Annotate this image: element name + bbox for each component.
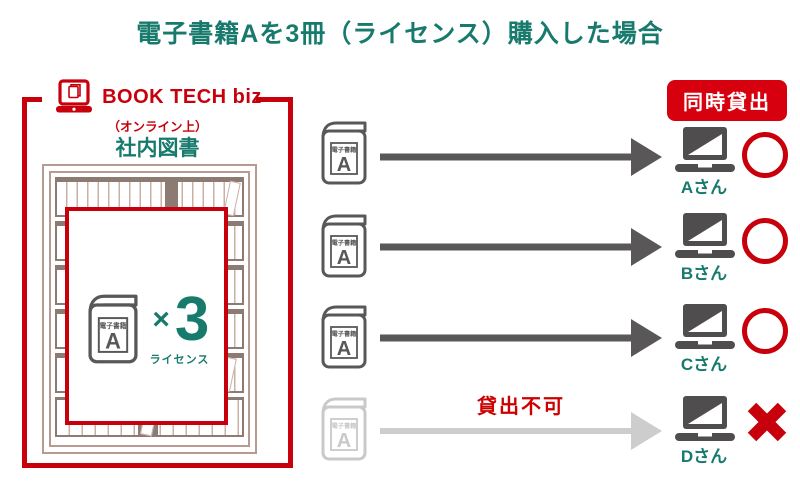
- ebook-type-label: 電子書籍: [99, 321, 126, 330]
- svg-text:A: A: [337, 154, 351, 176]
- ebook-icon-disabled: 電子書籍 A: [321, 397, 367, 461]
- library-name: 社内図書: [115, 137, 200, 160]
- ebook-icon: 電子書籍 A: [88, 294, 138, 364]
- brand-logo: BOOK TECH biz: [22, 79, 293, 115]
- ebook-icon: 電子書籍 A: [321, 305, 367, 369]
- user-label: Aさん: [680, 178, 728, 197]
- svg-text:A: A: [337, 338, 351, 360]
- multiplier-symbol: ×: [152, 302, 170, 336]
- license-card: 電子書籍 A × 3 ライセンス: [65, 207, 228, 425]
- svg-text:A: A: [337, 247, 351, 269]
- lend-arrow-disabled: [380, 412, 662, 450]
- svg-text:A: A: [337, 430, 351, 452]
- simultaneous-lending-badge: 同時貸出: [667, 80, 787, 121]
- lend-arrow: [380, 319, 662, 357]
- laptop-book-logo-icon: [56, 79, 93, 113]
- user-label: Dさん: [680, 447, 728, 466]
- lend-arrow: [380, 228, 662, 266]
- svg-text:電子書籍: 電子書籍: [332, 146, 357, 154]
- available-circle-icon: [742, 132, 788, 178]
- license-unit: ライセンス: [149, 354, 210, 367]
- brand-name: BOOK TECH biz: [102, 85, 262, 108]
- license-count: 3: [174, 284, 210, 354]
- online-note: （オンライン上）: [107, 120, 208, 134]
- available-circle-icon: [742, 218, 788, 264]
- ebook-letter: A: [105, 329, 121, 354]
- svg-text:電子書籍: 電子書籍: [332, 330, 357, 338]
- ebook-icon: 電子書籍 A: [321, 121, 367, 185]
- laptop-icon: [675, 396, 735, 441]
- laptop-icon: [675, 127, 735, 172]
- ebook-icon: 電子書籍 A: [321, 214, 367, 278]
- laptop-icon: [675, 304, 735, 349]
- user-label: Cさん: [680, 355, 728, 374]
- svg-text:電子書籍: 電子書籍: [332, 422, 357, 430]
- user-label: Bさん: [680, 264, 728, 283]
- page-title: 電子書籍Aを3冊（ライセンス）購入した場合: [136, 20, 664, 48]
- available-circle-icon: [742, 308, 788, 354]
- logo-border-mask: [42, 94, 256, 105]
- lend-arrow: [380, 138, 662, 176]
- laptop-icon: [675, 213, 735, 258]
- denied-cross-icon: [747, 402, 787, 442]
- svg-text:電子書籍: 電子書籍: [332, 239, 357, 247]
- deny-note: 貸出不可: [477, 396, 565, 418]
